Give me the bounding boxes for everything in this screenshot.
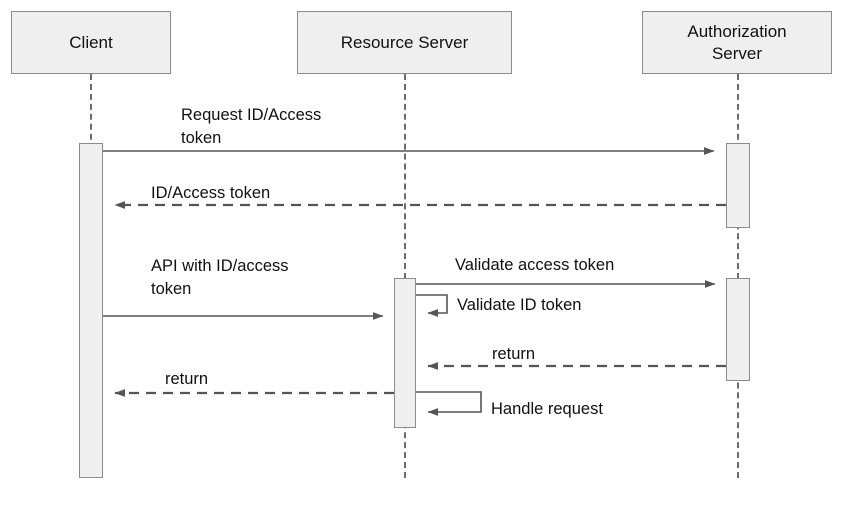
participant-authorization-server[interactable]: Authorization Server [642, 11, 832, 74]
arrow-handle-request [416, 391, 482, 416]
activation-authorization-server-2 [726, 278, 750, 381]
message-label-api-return: return [165, 370, 209, 388]
lifeline-authorization-server [737, 74, 739, 478]
arrow-validate-id-token [416, 294, 448, 317]
message-label-id-access-token-return: ID/Access token [151, 184, 271, 202]
activation-resource-server [394, 278, 416, 428]
message-label-api-with-id-access-token: API with ID/access token [151, 257, 289, 299]
participant-resource-server[interactable]: Resource Server [297, 11, 512, 74]
message-label-validate-access-token: Validate access token [455, 256, 615, 274]
message-label-handle-request: Handle request [491, 400, 603, 418]
participant-resource-server-label: Resource Server [340, 32, 469, 52]
activation-authorization-server-1 [726, 143, 750, 228]
participant-client[interactable]: Client [11, 11, 171, 74]
lifeline-resource-server [404, 74, 406, 478]
participant-authorization-server-label: Authorization Server [687, 22, 787, 63]
message-label-validate-return: return [492, 345, 536, 363]
message-label-validate-id-token: Validate ID token [457, 296, 582, 314]
message-label-request-id-access-token: Request ID/Access token [181, 106, 322, 148]
participant-client-label: Client [69, 32, 113, 52]
activation-client [79, 143, 103, 478]
